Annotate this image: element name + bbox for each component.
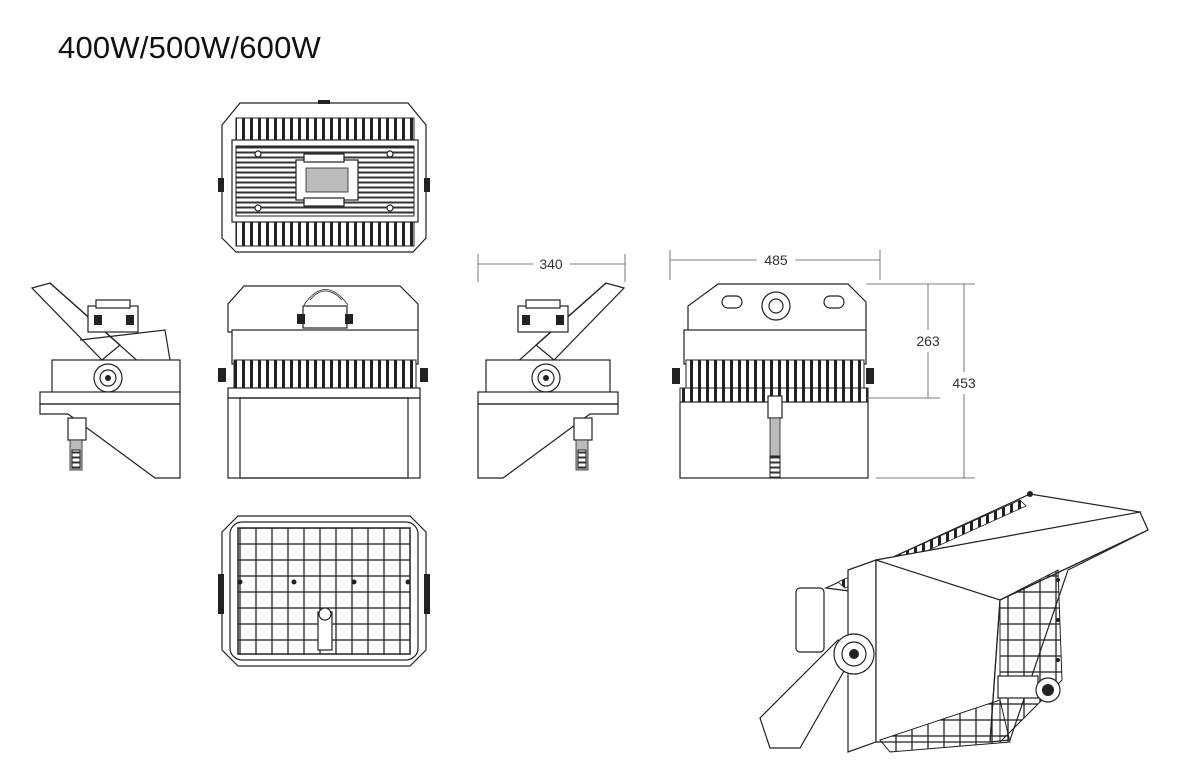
dimension-label-340: 340 [539,256,563,272]
dimension-label-485: 485 [764,252,788,268]
dimension-453: 453 [876,283,976,479]
dimension-label-263: 263 [916,333,940,349]
dimension-label-453: 453 [952,375,976,391]
isometric-view [759,491,1149,753]
right-side-view [477,282,626,479]
front-view-dimensioned [672,283,874,479]
dimension-340: 340 [477,254,626,282]
dimension-263: 263 [866,283,940,399]
page-title: 400W/500W/600W [58,30,321,65]
dimension-485: 485 [669,250,881,280]
top-view [218,100,430,253]
left-side-view [30,282,181,479]
front-view [218,285,428,479]
bottom-view [218,515,430,667]
